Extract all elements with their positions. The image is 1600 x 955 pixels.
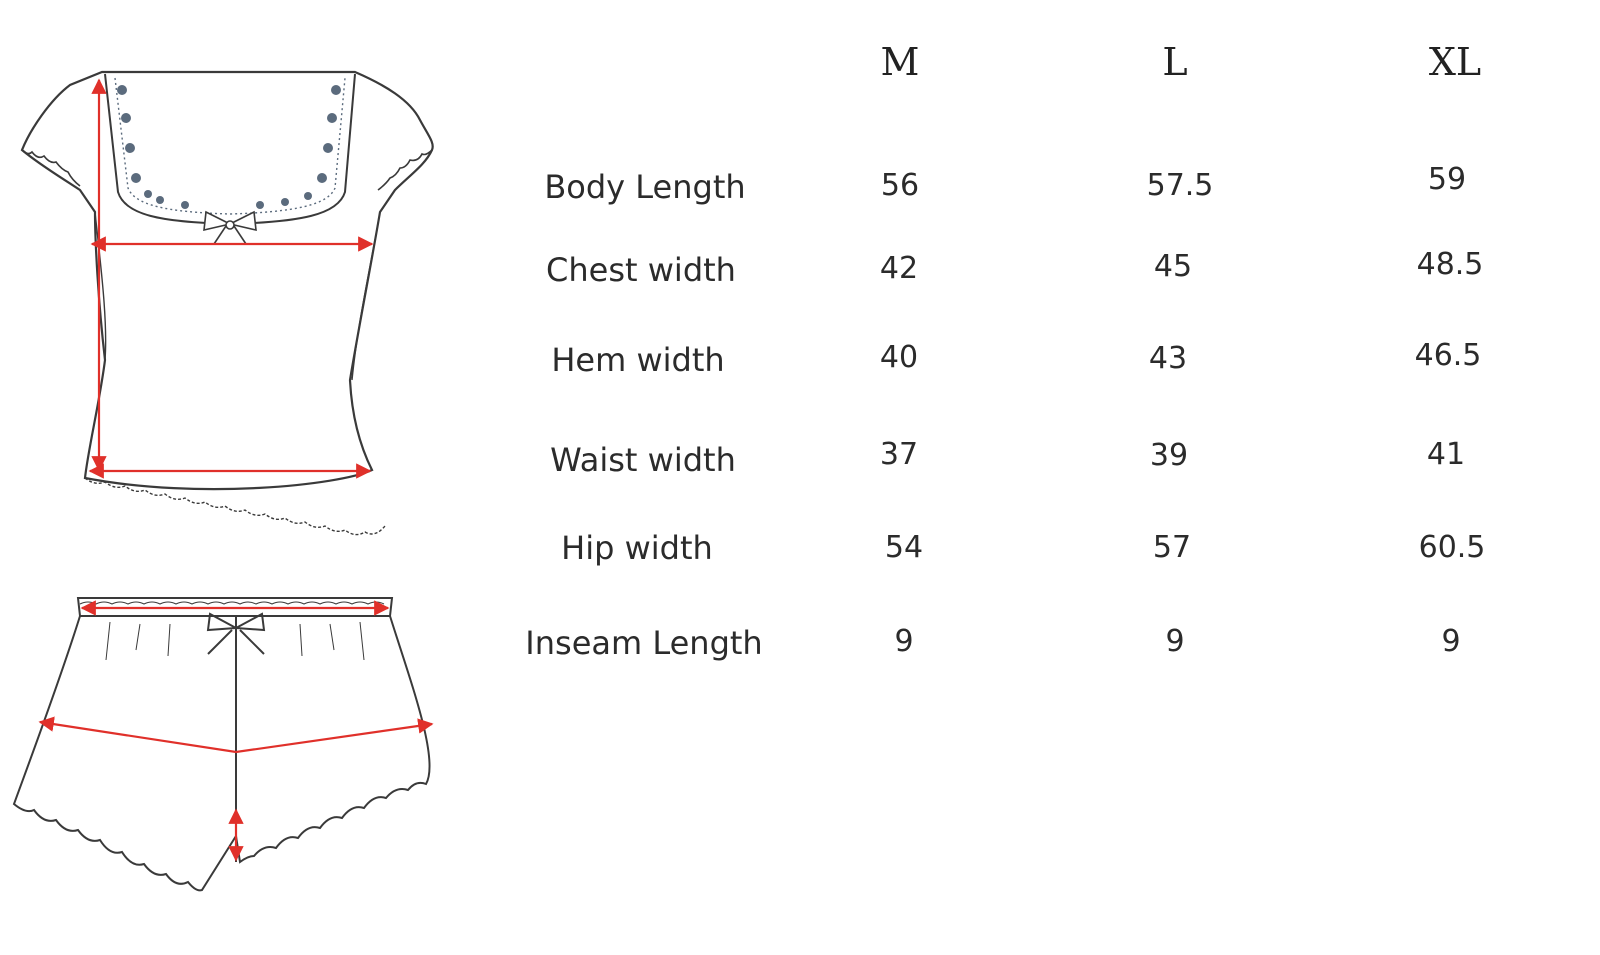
cell: 9 — [894, 624, 914, 659]
shorts-outline — [12, 615, 431, 892]
top-measurements — [88, 78, 374, 479]
row-label-waist-width: Waist width — [550, 441, 736, 479]
size-header-l: L — [1162, 40, 1188, 84]
row-label-chest-width: Chest width — [546, 251, 736, 289]
cell: 41 — [1426, 437, 1466, 472]
cell: 59 — [1427, 162, 1467, 197]
cell: 46.5 — [1414, 338, 1482, 373]
cell: 39 — [1149, 438, 1189, 473]
cell: 56 — [880, 168, 920, 203]
cell: 9 — [1441, 624, 1461, 659]
cell: 60.5 — [1418, 530, 1486, 565]
row-label-hip-width: Hip width — [561, 529, 713, 567]
shorts-measurements — [38, 600, 434, 862]
cell: 54 — [884, 530, 924, 565]
cell: 43 — [1148, 341, 1188, 376]
neckline-inner — [114, 77, 346, 215]
sleeve-trim-right — [377, 149, 433, 191]
cell: 48.5 — [1416, 247, 1484, 282]
garment-illustrations — [12, 70, 434, 892]
cell: 42 — [879, 251, 919, 286]
top-illustration — [20, 70, 434, 536]
lace-trim — [117, 85, 341, 209]
drawstring-bow-icon — [206, 612, 266, 655]
hem-trim — [84, 477, 386, 536]
cell: 40 — [879, 340, 919, 375]
cell: 9 — [1165, 624, 1185, 659]
hip-width-arrow — [38, 716, 434, 754]
size-header-m: M — [880, 40, 920, 84]
row-label-inseam-length: Inseam Length — [525, 624, 763, 662]
row-label-hem-width: Hem width — [551, 341, 725, 379]
cell: 45 — [1153, 249, 1193, 284]
row-label-body-length: Body Length — [544, 168, 746, 206]
size-header-xl: XL — [1428, 40, 1482, 84]
cell: 57.5 — [1146, 168, 1214, 203]
cell: 37 — [879, 437, 919, 472]
cell: 57 — [1152, 530, 1192, 565]
bow-icon — [203, 210, 257, 245]
shorts-illustration — [12, 597, 434, 892]
sleeve-trim-left — [21, 149, 81, 187]
top-outline — [20, 70, 434, 491]
